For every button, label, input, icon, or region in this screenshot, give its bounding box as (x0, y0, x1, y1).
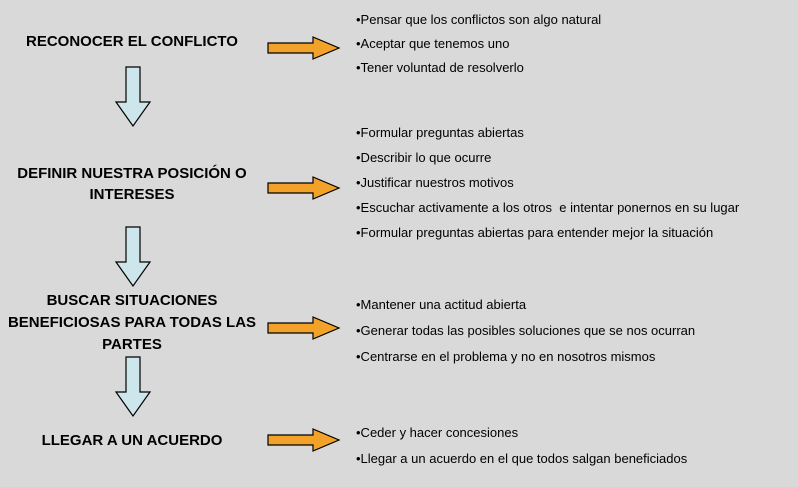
bullet-item: •Llegar a un acuerdo en el que todos sal… (356, 451, 688, 466)
bullet-item: •Aceptar que tenemos uno (356, 36, 510, 51)
bullet-item: •Formular preguntas abiertas para entend… (356, 225, 714, 240)
bullet-item: •Centrarse en el problema y no en nosotr… (356, 349, 656, 364)
stage-3-title: BUSCAR SITUACIONES BENEFICIOSAS PARA TOD… (7, 292, 257, 353)
stage-4-bullets: •Ceder y hacer concesiones •Llegar a un … (356, 420, 687, 472)
down-arrow-icon (114, 356, 152, 418)
stage-1-bullets: •Pensar que los conflictos son algo natu… (356, 8, 601, 80)
down-arrow-icon (114, 226, 152, 288)
right-arrow-icon (267, 176, 341, 200)
bullet-item: •Tener voluntad de resolverlo (356, 60, 524, 75)
stage-2-bullets: •Formular preguntas abiertas •Describir … (356, 120, 739, 245)
stage-1-title: RECONOCER EL CONFLICTO (26, 33, 238, 50)
right-arrow-icon (267, 36, 341, 60)
right-arrow-icon (267, 316, 341, 340)
bullet-item: •Formular preguntas abiertas (356, 125, 524, 140)
stage-3-bullets: •Mantener una actitud abierta •Generar t… (356, 292, 695, 370)
bullet-item: •Generar todas las posibles soluciones q… (356, 323, 696, 338)
stage-2-title: DEFINIR NUESTRA POSICIÓN O INTERESES (17, 165, 247, 203)
bullet-item: •Justificar nuestros motivos (356, 175, 514, 190)
right-arrow-icon (267, 428, 341, 452)
down-arrow-icon (114, 66, 152, 128)
bullet-item: •Escuchar activamente a los otros e inte… (356, 200, 740, 215)
bullet-item: •Pensar que los conflictos son algo natu… (356, 12, 602, 27)
bullet-item: •Mantener una actitud abierta (356, 297, 527, 312)
bullet-item: •Ceder y hacer concesiones (356, 425, 519, 440)
bullet-item: •Describir lo que ocurre (356, 150, 492, 165)
stage-4-title: LLEGAR A UN ACUERDO (41, 432, 223, 449)
